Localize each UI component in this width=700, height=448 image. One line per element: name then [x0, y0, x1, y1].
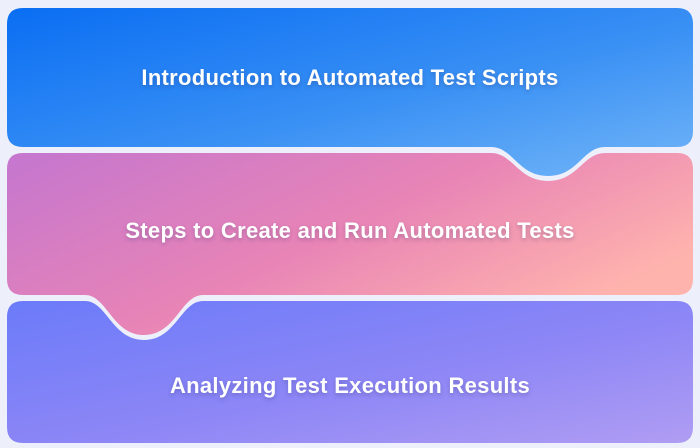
card-intro-automated-test-scripts[interactable]: Introduction to Automated Test Scripts [0, 8, 700, 147]
card-1-title: Introduction to Automated Test Scripts [141, 64, 559, 90]
card-3-title: Analyzing Test Execution Results [169, 373, 531, 398]
card-3-shape [7, 301, 693, 443]
card-analyzing-test-results[interactable]: Analyzing Test Execution Results [0, 340, 700, 432]
card-steps-create-run-tests[interactable]: Steps to Create and Run Automated Tests [0, 181, 700, 281]
card-2-title: Steps to Create and Run Automated Tests [125, 218, 575, 243]
card-2-shape [7, 153, 693, 335]
card-1-shape [7, 8, 693, 176]
